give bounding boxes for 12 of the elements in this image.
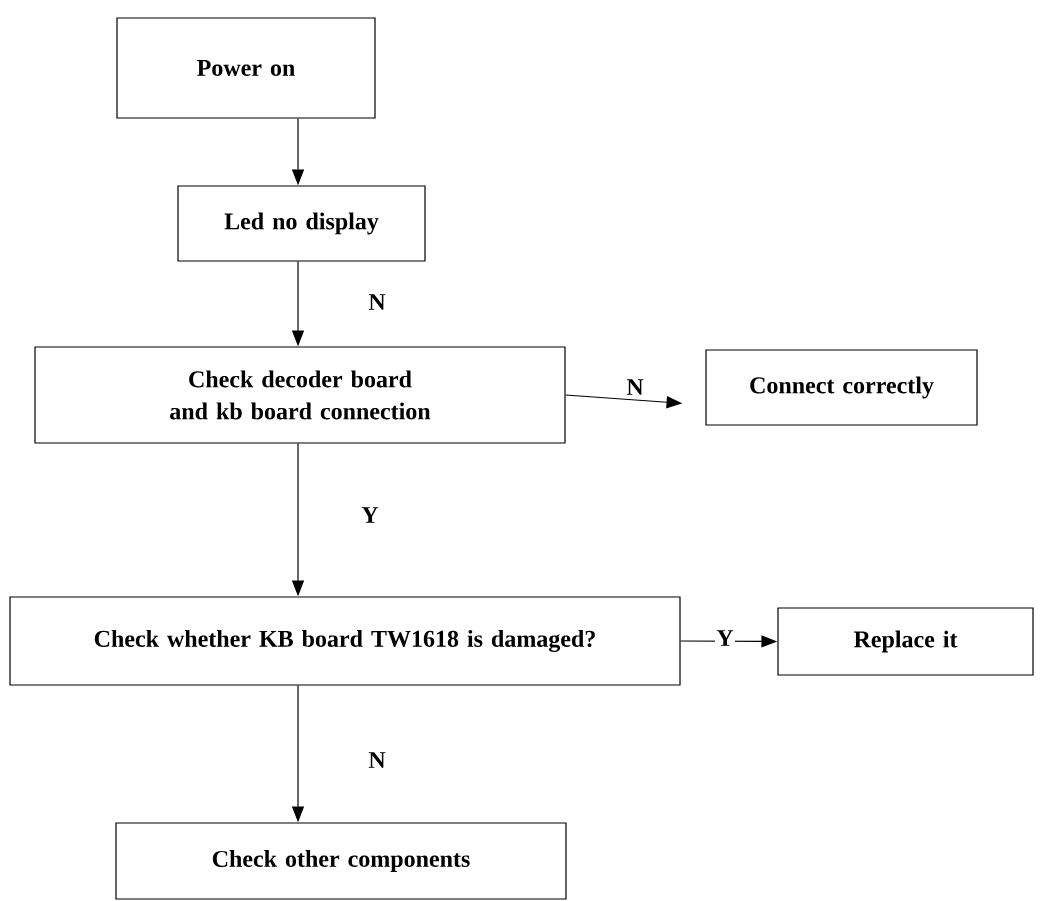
process-box: Connect correctly (705, 349, 978, 426)
process-box: Power on (116, 17, 376, 119)
edge-label: N (367, 750, 387, 770)
edge-label: Y (715, 628, 735, 648)
process-box: Check decoder board and kb board connection (34, 346, 566, 444)
edge-label: Y (360, 505, 380, 525)
process-box: Led no display (177, 185, 426, 262)
edge-label: N (367, 292, 387, 312)
process-box: Check other components (115, 822, 567, 900)
edge-label: N (625, 377, 645, 397)
process-box: Check whether KB board TW1618 is damaged? (9, 596, 681, 686)
process-box: Replace it (777, 607, 1034, 676)
